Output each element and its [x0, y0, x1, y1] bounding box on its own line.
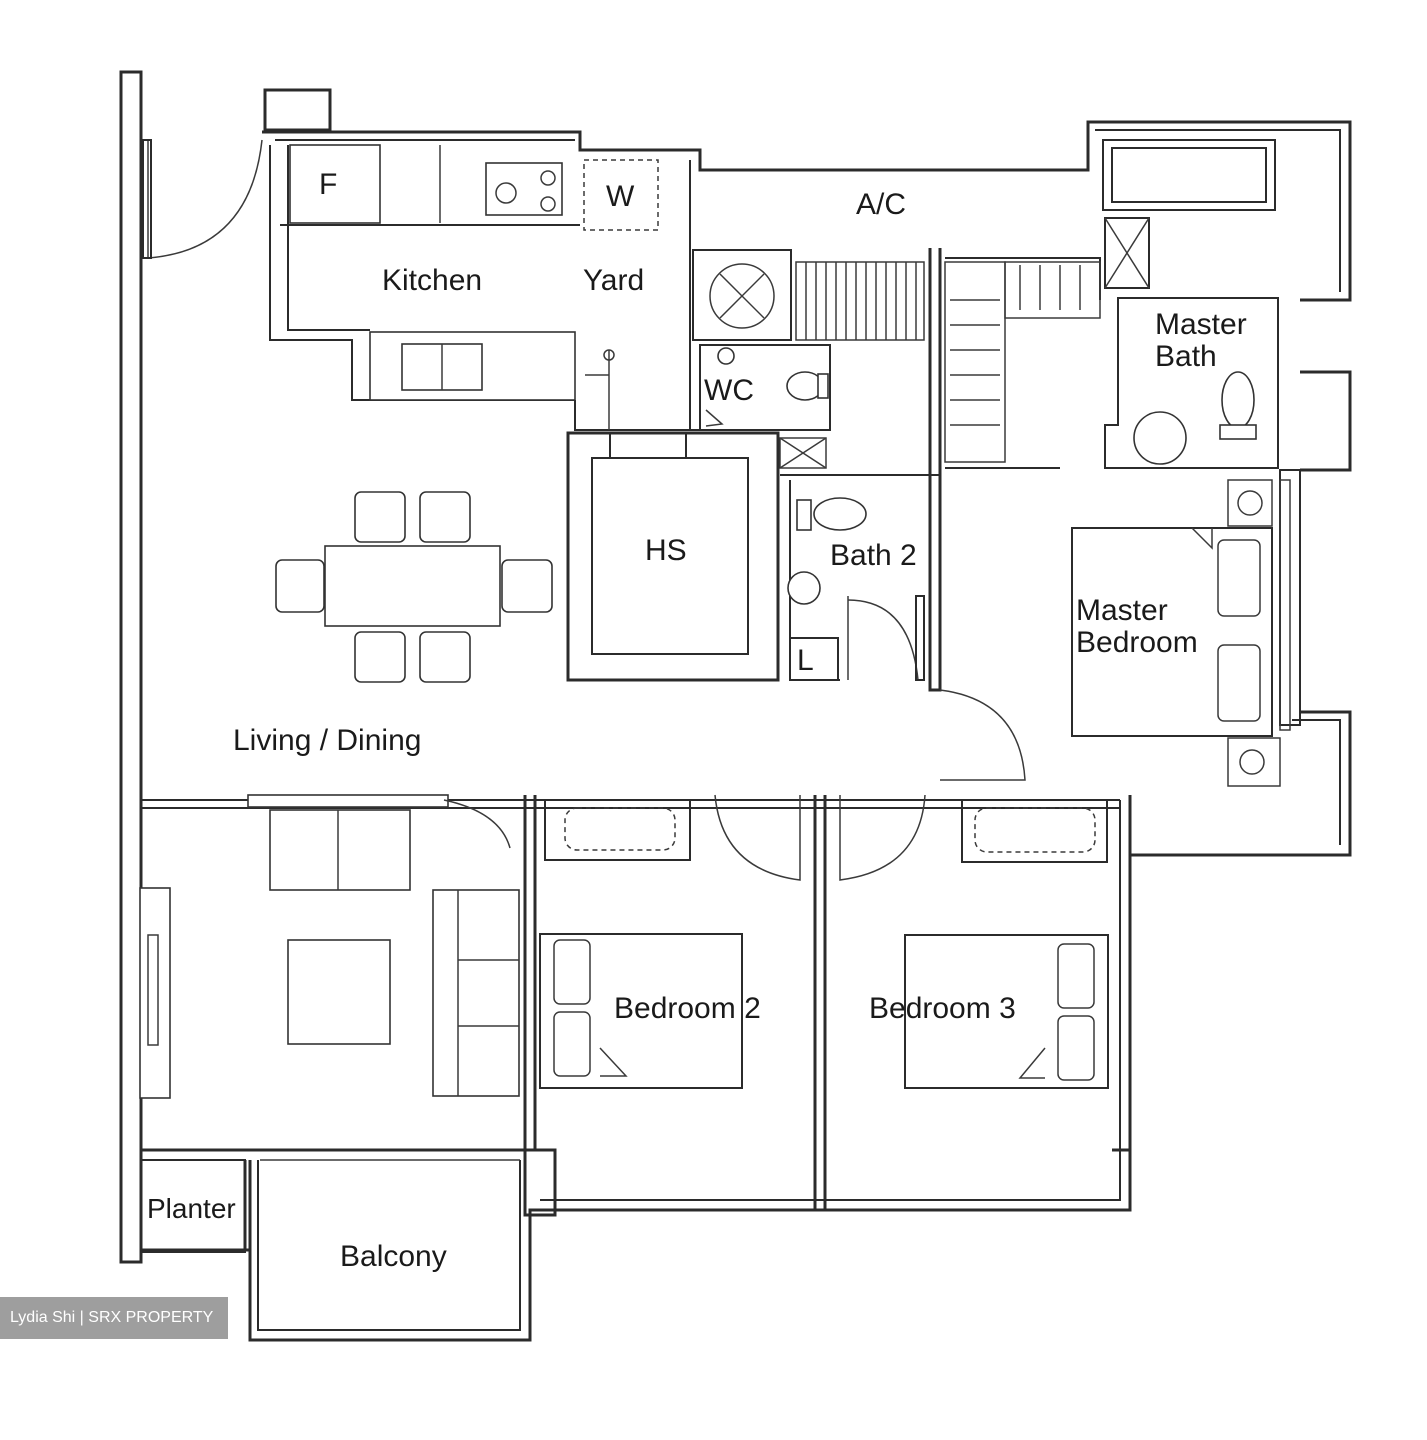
bedroom3-room: [813, 794, 1130, 1210]
washer-spot: [583, 159, 659, 231]
planter-label: Planter: [147, 1193, 236, 1224]
coffee-table: [287, 939, 391, 1045]
bedroom3-label: Bedroom 3: [869, 992, 1016, 1025]
bath2-room: [780, 474, 941, 681]
master-bath-room: [1102, 139, 1279, 469]
planter-box: [140, 1159, 246, 1253]
yard-label: Yard: [583, 264, 644, 297]
hanger-icons: [950, 265, 1081, 426]
bath2-label: Bath 2: [830, 539, 917, 572]
kitchen-label: Kitchen: [382, 264, 482, 297]
master-bedroom: [1071, 469, 1301, 787]
master-bed: [1071, 527, 1273, 737]
master-bedroom-label-2: Bedroom: [1076, 626, 1198, 659]
wardrobe-bedroom3: [961, 799, 1108, 863]
dining-set: [275, 491, 553, 683]
watermark: Lydia Shi | SRX PROPERTY: [0, 1297, 228, 1339]
master-bath-label-1: Master: [1155, 308, 1247, 341]
entrance-door: [142, 139, 263, 259]
bedroom2-label: Bedroom 2: [614, 992, 761, 1025]
living-furniture: [139, 794, 520, 1099]
fridge-label: F: [319, 168, 337, 201]
stair-icon: [805, 262, 917, 340]
service-shaft: [692, 249, 925, 341]
basin-icon: [1133, 411, 1187, 465]
dining-table: [324, 545, 501, 627]
ac-label: A/C: [856, 188, 906, 221]
wc-label: WC: [704, 374, 754, 407]
linen-closet: [789, 637, 839, 681]
toilet-icon: [1221, 371, 1255, 429]
household-shelter: [566, 431, 780, 682]
bed-bedroom2: [539, 933, 743, 1089]
wc-room: [699, 344, 831, 469]
toilet-icon: [813, 497, 867, 531]
wardrobe: [944, 257, 1101, 469]
tv-console: [139, 887, 171, 1099]
fridge: [289, 144, 381, 224]
kitchen-area: [269, 139, 580, 401]
wardrobe-bedroom2: [544, 799, 691, 861]
armchair: [269, 809, 411, 891]
washer-label: W: [606, 180, 635, 213]
living-dining-label: Living / Dining: [233, 724, 421, 757]
master-bath-label-2: Bath: [1155, 340, 1217, 373]
basin-icon: [787, 571, 821, 605]
linen-label: L: [797, 644, 814, 677]
balcony-area: [140, 1159, 520, 1253]
balcony-label: Balcony: [340, 1240, 447, 1273]
master-bedroom-label-1: Master: [1076, 594, 1168, 627]
bathtub-icon: [1111, 147, 1267, 203]
basin-icon: [717, 347, 735, 365]
exterior-walls: [119, 70, 1352, 1342]
bedroom2-room: [523, 794, 801, 1217]
sofa: [432, 889, 520, 1097]
hs-label: HS: [645, 534, 687, 567]
bed-bedroom3: [904, 934, 1109, 1089]
